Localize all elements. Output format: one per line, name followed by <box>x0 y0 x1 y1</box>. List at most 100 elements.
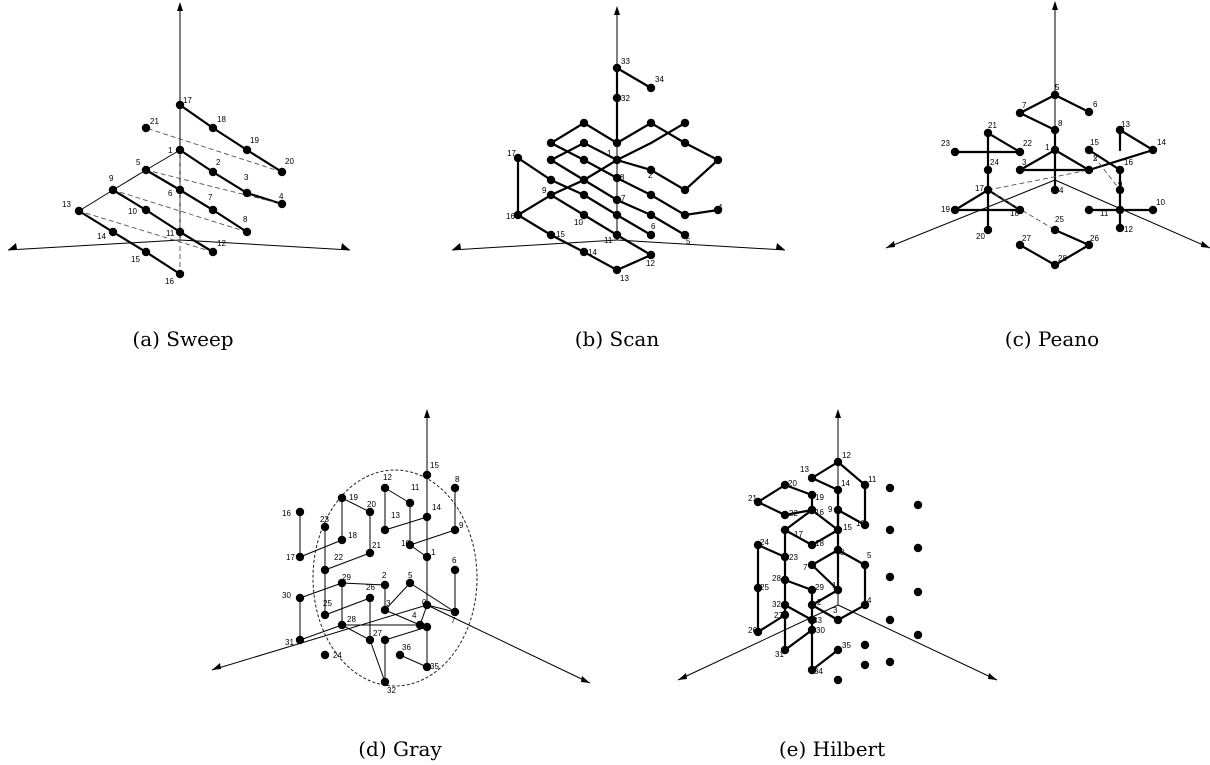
grid-point <box>208 167 218 177</box>
grid-point <box>295 593 305 603</box>
grid-point <box>1115 185 1125 195</box>
point-label: 15 <box>1090 138 1099 147</box>
grid-point <box>1015 165 1025 175</box>
gray-edge <box>299 539 343 558</box>
point-label: 28 <box>772 574 781 583</box>
grid-point <box>380 635 390 645</box>
grid-point <box>753 627 763 637</box>
grid-point <box>646 165 656 175</box>
point-label: 17 <box>507 149 516 158</box>
hilbert-edge <box>836 603 867 622</box>
point-label: 25 <box>1055 215 1064 224</box>
grid-point <box>913 630 923 640</box>
point-label: 20 <box>976 232 985 241</box>
point-label: 35 <box>430 662 439 671</box>
scan-seg <box>615 66 653 90</box>
grid-point <box>807 625 817 635</box>
grid-point <box>415 620 425 630</box>
point-label: 12 <box>217 239 226 248</box>
point-label: 14 <box>97 232 106 241</box>
grid-point <box>1050 185 1060 195</box>
point-label: 1 <box>1045 143 1050 152</box>
point-label: 21 <box>150 117 159 126</box>
point-label: 20 <box>367 500 376 509</box>
grid-point <box>320 522 330 532</box>
point-label: 4 <box>1059 186 1064 195</box>
grid-point <box>320 610 330 620</box>
grid-point <box>713 155 723 165</box>
grid-point <box>807 473 817 483</box>
y-axis <box>179 239 351 251</box>
point-label: 13 <box>1121 120 1130 129</box>
grid-point <box>242 188 252 198</box>
grid-point <box>175 227 185 237</box>
point-label: 15 <box>131 255 140 264</box>
grid-point <box>833 545 843 555</box>
grid-point <box>913 500 923 510</box>
hilbert-edge <box>783 508 814 517</box>
grid-point <box>1084 107 1094 117</box>
grid-point <box>860 660 870 670</box>
hilbert-edge <box>810 548 840 567</box>
grid-point <box>277 167 287 177</box>
point-label: 4 <box>867 596 872 605</box>
arrowhead-icon <box>776 243 785 250</box>
grid-point <box>546 190 556 200</box>
point-label: 12 <box>383 473 392 482</box>
sweep-link <box>78 189 114 212</box>
sweep-link <box>112 169 147 191</box>
grid-point <box>380 605 390 615</box>
grid-point <box>141 123 151 133</box>
hilbert-edge <box>783 508 814 532</box>
grid-point <box>807 560 817 570</box>
grid-point <box>983 128 993 138</box>
grid-point <box>579 155 589 165</box>
point-label: 0 <box>422 598 427 607</box>
grid-point <box>833 675 843 685</box>
grid-point <box>380 525 390 535</box>
point-label: 12 <box>1124 225 1133 234</box>
grid-point <box>108 185 118 195</box>
grid-point <box>780 480 790 490</box>
point-label: 35 <box>842 641 851 650</box>
hilbert-edge <box>810 588 840 607</box>
grid-point <box>807 585 817 595</box>
gray-edge <box>384 516 428 531</box>
point-label: 16 <box>165 277 174 286</box>
grid-point <box>422 600 432 610</box>
point-label: 8 <box>840 548 845 557</box>
grid-point <box>405 540 415 550</box>
grid-point <box>983 185 993 195</box>
point-label: 9 <box>828 505 833 514</box>
grid-point <box>208 247 218 257</box>
arrowhead-icon <box>1201 241 1210 248</box>
grid-point <box>295 635 305 645</box>
grid-point <box>807 615 817 625</box>
point-label: 2 <box>648 171 653 180</box>
gray-edge <box>369 639 386 683</box>
arrowhead-icon <box>988 673 997 680</box>
point-label: 3 <box>683 186 688 195</box>
point-label: 19 <box>349 493 358 502</box>
sweep-return <box>78 210 214 253</box>
grid-point <box>546 175 556 185</box>
gray-edge <box>384 582 411 611</box>
arrowhead-icon <box>8 243 17 250</box>
point-label: 15 <box>430 461 439 470</box>
grid-point <box>833 457 843 467</box>
scan-seg <box>548 121 720 217</box>
caption-hilbert: (e) Hilbert <box>779 737 885 761</box>
caption-peano: (c) Peano <box>1005 327 1099 351</box>
point-label: 5 <box>1055 83 1060 92</box>
grid-point <box>295 507 305 517</box>
point-label: 2 <box>216 158 221 167</box>
point-label: 7 <box>1022 101 1027 110</box>
point-label: 26 <box>748 626 757 635</box>
x-axis <box>885 179 1056 249</box>
grid-point <box>753 497 763 507</box>
arrowhead-icon <box>212 663 221 670</box>
grid-point <box>612 265 622 275</box>
arrowhead-icon <box>452 243 461 250</box>
grid-point <box>885 572 895 582</box>
x-axis <box>451 239 618 251</box>
